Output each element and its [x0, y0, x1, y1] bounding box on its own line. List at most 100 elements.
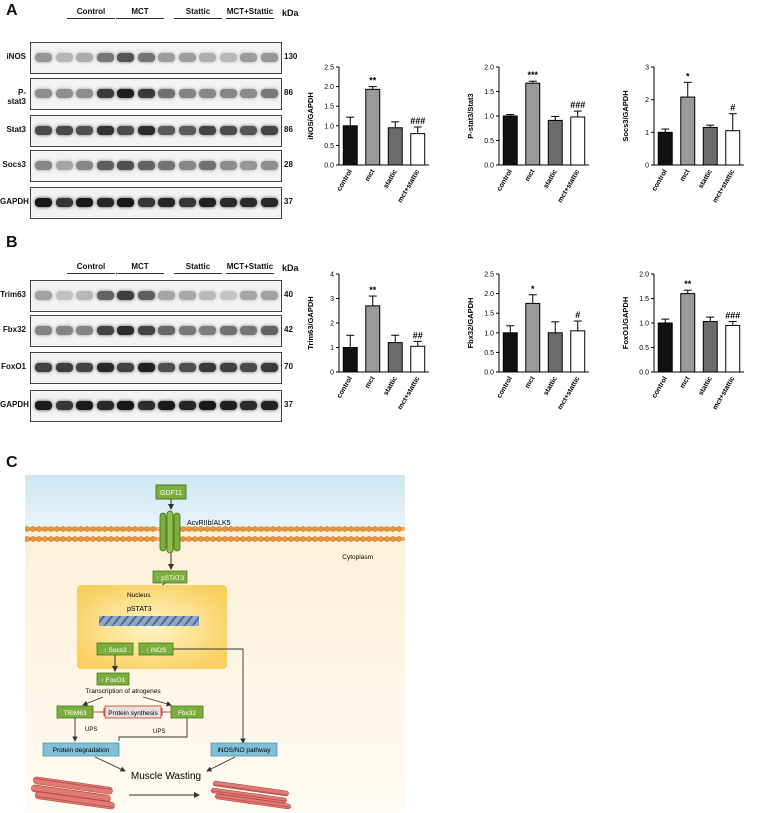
bar-mct-stattic — [570, 116, 586, 166]
group-underline — [174, 273, 222, 274]
blot-band — [219, 401, 237, 410]
lipid-head — [282, 536, 288, 542]
blot-band — [55, 89, 73, 98]
lipid-head — [84, 536, 90, 542]
lipid-head — [372, 536, 378, 542]
chart-inos-gapdh: iNOS/GAPDH0.00.51.01.52.02.5control**mct… — [306, 65, 429, 204]
bar-mct — [525, 302, 541, 373]
significance-mark: ### — [410, 116, 425, 126]
blot-band — [260, 126, 278, 135]
bar-mct-stattic — [725, 324, 741, 373]
bar-mct — [525, 82, 541, 166]
significance-mark: ** — [684, 279, 692, 289]
lipid-head — [90, 536, 96, 542]
lipid-head — [318, 536, 324, 542]
lipid-head — [180, 526, 186, 532]
y-tick-label: 1 — [330, 345, 334, 352]
blot-band — [240, 291, 257, 300]
y-tick-label: 1.5 — [639, 296, 649, 303]
blot-band — [260, 363, 278, 372]
bar-mct — [680, 293, 696, 373]
blot-band — [55, 198, 73, 207]
bar-control — [502, 332, 518, 373]
lipid-head — [138, 526, 144, 532]
blot-band — [199, 198, 216, 207]
blot-band — [96, 126, 114, 135]
blot-band — [199, 291, 216, 300]
lipid-head — [36, 536, 42, 542]
lipid-head — [96, 526, 102, 532]
blot-band — [158, 126, 175, 135]
lipid-head — [120, 536, 126, 542]
bar-stattic — [387, 342, 403, 373]
x-tick-label: stattic — [698, 168, 714, 189]
blot-band — [199, 126, 216, 135]
blot-label-p-stat3: P-stat3 — [7, 88, 26, 106]
lipid-head — [348, 536, 354, 542]
x-tick-label: mct — [524, 375, 537, 390]
blot-label-gapdh: GAPDH — [0, 400, 29, 409]
lipid-head — [342, 526, 348, 532]
y-tick-label: 0.0 — [324, 163, 334, 170]
lipid-head — [240, 526, 246, 532]
blot-band — [35, 53, 52, 62]
group-label-control: Control — [76, 262, 106, 271]
lipid-head — [300, 526, 306, 532]
blot-band — [76, 326, 93, 335]
lipid-head — [150, 536, 156, 542]
cytoplasm-region — [25, 530, 405, 810]
lipid-head — [234, 536, 240, 542]
lipid-head — [150, 526, 156, 532]
blot-label-fbx32: Fbx32 — [2, 325, 26, 334]
lipid-head — [60, 536, 66, 542]
pstat3-cytoplasm-label: ↑ pSTAT3 — [156, 575, 184, 582]
lipid-head — [114, 536, 120, 542]
lipid-head — [282, 526, 288, 532]
group-label-stattic: Stattic — [185, 7, 211, 16]
x-tick-label: stattic — [543, 375, 559, 396]
y-tick-label: 1.5 — [324, 104, 334, 111]
lipid-head — [132, 526, 138, 532]
blot-band — [35, 126, 52, 135]
kda-value-foxo1: 70 — [284, 362, 293, 371]
group-label-mct-stattic: MCT+Stattic — [226, 262, 274, 271]
lipid-head — [378, 526, 384, 532]
lipid-head — [198, 536, 204, 542]
blot-band — [117, 126, 134, 135]
lipid-head — [30, 526, 36, 532]
panel-b-kda-header: kDa — [282, 263, 299, 273]
significance-mark: ### — [725, 311, 740, 321]
x-tick-label: control — [336, 375, 354, 399]
blot-band — [76, 161, 93, 170]
blot-band — [158, 363, 175, 372]
receptor-icon — [159, 510, 181, 554]
blot-band — [35, 326, 52, 335]
lipid-head — [78, 526, 84, 532]
lipid-head — [72, 526, 78, 532]
lipid-head — [366, 536, 372, 542]
lipid-head — [294, 536, 300, 542]
bar-mct-stattic — [570, 330, 586, 373]
lipid-head — [264, 536, 270, 542]
lipid-head — [330, 536, 336, 542]
x-tick-label: mct+stattic — [557, 375, 582, 411]
lipid-head — [294, 526, 300, 532]
panel-a-kda-header: kDa — [282, 8, 299, 18]
blot-band — [55, 291, 73, 300]
blot-band — [219, 291, 237, 300]
y-tick-label: 2.5 — [324, 65, 334, 72]
bar-mct-stattic — [725, 130, 741, 166]
blot-band — [137, 291, 155, 300]
muscle-wasting-label: Muscle Wasting — [131, 771, 201, 782]
transcription-label: Transcription of atrogenes — [85, 688, 161, 695]
lipid-head — [360, 526, 366, 532]
blot-band — [199, 401, 216, 410]
y-tick-label: 2.0 — [484, 291, 494, 298]
blot-band — [96, 161, 114, 170]
y-tick-label: 2 — [330, 321, 334, 328]
y-tick-label: 0 — [330, 370, 334, 377]
blot-band — [96, 401, 114, 410]
significance-mark: * — [531, 284, 535, 294]
bar-control — [657, 322, 673, 373]
lipid-head — [246, 536, 252, 542]
